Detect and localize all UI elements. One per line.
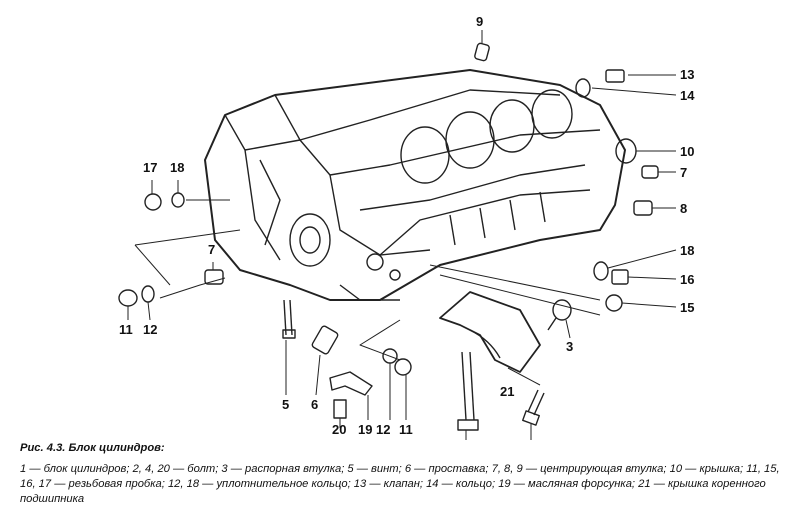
callout-12-left: 12 <box>143 322 157 337</box>
engine-block-diagram: 9 13 14 10 7 8 18 16 15 3 21 4 2 11 12 1… <box>118 14 695 440</box>
callout-9: 9 <box>476 14 483 29</box>
callout-5: 5 <box>282 397 289 412</box>
part-11-plug-bottom <box>394 358 412 376</box>
callout-15: 15 <box>680 300 694 315</box>
caption-title: Рис. 4.3. Блок цилиндров: <box>20 442 165 454</box>
part-12-ring-left <box>141 285 155 303</box>
callout-3: 3 <box>566 339 573 354</box>
callout-18-left: 18 <box>170 160 184 175</box>
part-11-plug-left <box>118 289 138 307</box>
part-5-screw <box>282 299 296 339</box>
callout-21: 21 <box>500 384 514 399</box>
callout-7-left: 7 <box>208 242 215 257</box>
part-8-sleeve <box>633 200 653 216</box>
part-6-spacer <box>311 325 339 355</box>
part-13-valve <box>605 69 625 83</box>
part-20-bolt <box>333 399 347 419</box>
callout-7-right: 7 <box>680 165 687 180</box>
part-18-ring-right <box>593 261 609 281</box>
callout-17: 17 <box>143 160 157 175</box>
part-15-plug <box>605 294 623 312</box>
callout-6: 6 <box>311 397 318 412</box>
part-7-sleeve-right <box>641 165 659 179</box>
part-21-bearing-cap <box>439 291 541 373</box>
cylinder-block <box>204 69 626 301</box>
caption-legend: 1 — блок цилиндров; 2, 4, 20 — болт; 3 —… <box>20 463 780 505</box>
part-7-sleeve-left <box>204 269 224 285</box>
callout-16: 16 <box>680 272 694 287</box>
callout-10: 10 <box>680 144 694 159</box>
callout-14: 14 <box>680 88 695 103</box>
part-3-spacer <box>547 299 572 331</box>
callout-11-bottom: 11 <box>399 422 413 437</box>
part-18-ring-left <box>171 192 185 208</box>
part-9-sleeve <box>474 42 490 62</box>
part-10-cover <box>615 138 637 164</box>
part-14-ring <box>575 78 591 98</box>
leader-lines <box>127 30 677 440</box>
part-16-plug <box>611 269 629 285</box>
callout-19: 19 <box>358 422 372 437</box>
callout-13: 13 <box>680 67 694 82</box>
callout-18-right: 18 <box>680 243 694 258</box>
callout-11-left: 11 <box>119 322 133 337</box>
part-19-oil-nozzle <box>329 371 373 396</box>
callout-20: 20 <box>332 422 346 437</box>
callout-8: 8 <box>680 201 687 216</box>
callout-12-bottom: 12 <box>376 422 390 437</box>
part-4-bolt <box>522 389 545 426</box>
figure-caption: Рис. 4.3. Блок цилиндров: 1 — блок цилин… <box>20 441 790 507</box>
part-17-plug <box>144 193 162 211</box>
part-2-bolt <box>457 351 479 431</box>
